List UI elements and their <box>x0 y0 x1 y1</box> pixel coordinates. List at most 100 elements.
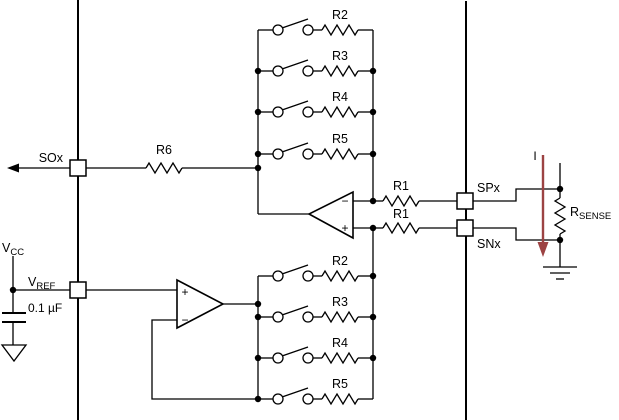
opamp-bottom-body <box>176 278 225 330</box>
bottom-bank-row-r5: R5 <box>258 377 373 406</box>
resistor-label: R4 <box>332 90 348 104</box>
opamp-bottom: + − <box>151 278 258 400</box>
top-bank-row-r4: R4 <box>258 90 373 119</box>
spx-pad <box>456 192 474 210</box>
bottom-bank-row-r4: R4 <box>258 336 373 365</box>
junction-dot <box>369 67 377 75</box>
switch-blade-icon <box>281 346 309 357</box>
current-label: I <box>533 149 536 163</box>
switch-terminal-icon <box>272 106 284 118</box>
junction-dot <box>254 150 262 158</box>
opamp-bottom-feedback-wire <box>151 319 258 400</box>
opamp-top-plus-sign: + <box>341 221 348 235</box>
opamp-bottom-plus-sign: + <box>181 285 188 299</box>
junction-dot <box>369 313 377 321</box>
junction-dot <box>369 354 377 362</box>
resistor-symbol <box>321 351 359 365</box>
resistor-symbol <box>321 23 359 37</box>
resistor-r1-top <box>382 194 420 208</box>
resistor-r6 <box>145 161 183 175</box>
resistor-label: R2 <box>332 8 348 22</box>
opamp-top: − + <box>258 190 373 240</box>
r1-top-label: R1 <box>393 179 409 193</box>
junction-dot <box>369 108 377 116</box>
junction-dot <box>254 108 262 116</box>
ground-earth-icon <box>543 266 577 280</box>
vcc-label: VCC <box>2 241 24 258</box>
resistor-symbol <box>321 105 359 119</box>
capacitor-icon <box>2 312 26 323</box>
current-arrow-head-icon <box>537 242 549 257</box>
junction-dots <box>9 67 564 403</box>
resistor-r1-bottom <box>382 221 420 235</box>
rsense-label-main: R <box>570 205 579 219</box>
snx-pad <box>456 219 474 237</box>
junction-dot <box>254 313 262 321</box>
switch-terminal-icon <box>302 65 314 77</box>
r1-bottom-label: R1 <box>393 207 409 221</box>
vref-label-sub: REF <box>36 281 55 292</box>
rsense-label-sub: SENSE <box>579 211 611 222</box>
supply-branch: VCC VREF 0.1 µF <box>0 241 177 363</box>
rsense-branch: RSENSE <box>543 163 611 280</box>
vcc-label-sub: CC <box>10 247 24 258</box>
snx-label: SNx <box>477 237 501 251</box>
switch-terminal-icon <box>272 270 284 282</box>
top-bank-row-r3: R3 <box>258 49 373 78</box>
switch-terminal-icon <box>272 352 284 364</box>
switch-blade-icon <box>281 59 309 70</box>
sox-arrow-icon <box>7 163 19 173</box>
bus-lines <box>77 0 467 420</box>
junction-dot <box>369 197 377 205</box>
resistor-symbol <box>321 269 359 283</box>
switch-terminal-icon <box>302 106 314 118</box>
top-resistor-bank: R2 R3 R4 <box>257 8 374 214</box>
switch-blade-icon <box>281 387 309 398</box>
vref-pad <box>69 281 87 299</box>
junction-dot <box>254 67 262 75</box>
bottom-bank-row-r2: R2 <box>258 254 373 283</box>
switch-terminal-icon <box>302 311 314 323</box>
switch-blade-icon <box>281 142 309 153</box>
switch-blade-icon <box>281 305 309 316</box>
spx-label: SPx <box>477 181 501 195</box>
resistor-rsense <box>553 197 567 235</box>
switch-terminal-icon <box>272 148 284 160</box>
switch-terminal-icon <box>302 24 314 36</box>
current-indicator: I <box>533 149 549 257</box>
junction-dot <box>369 272 377 280</box>
switch-terminal-icon <box>272 311 284 323</box>
cap-value-label: 0.1 µF <box>28 301 62 315</box>
r6-label: R6 <box>156 143 172 157</box>
bottom-resistor-bank: R2 R3 R4 <box>257 228 374 406</box>
r1-snx-branch: R1 SNx <box>373 207 560 251</box>
junction-dot <box>369 150 377 158</box>
switch-blade-icon <box>281 264 309 275</box>
junction-dot <box>254 164 262 172</box>
vref-label: VREF <box>28 275 56 292</box>
switch-terminal-icon <box>302 270 314 282</box>
opamp-bottom-minus-sign: − <box>181 313 188 327</box>
junction-dot <box>254 300 262 308</box>
sox-branch: SOx R6 <box>7 143 258 177</box>
resistor-symbol <box>321 310 359 324</box>
rsense-label: RSENSE <box>570 205 611 222</box>
spx-to-rsense-wire <box>473 188 560 202</box>
junction-dot <box>556 185 564 193</box>
switch-terminal-icon <box>302 393 314 405</box>
switch-terminal-icon <box>302 352 314 364</box>
switch-terminal-icon <box>272 393 284 405</box>
snx-to-rsense-wire <box>473 227 560 241</box>
switch-blade-icon <box>281 18 309 29</box>
vcc-label-main: V <box>2 241 11 255</box>
top-bank-row-r5: R5 <box>258 132 373 161</box>
top-bank-row-r2: R2 <box>258 8 373 37</box>
sox-pad <box>69 159 87 177</box>
sox-label: SOx <box>39 151 64 165</box>
opamp-top-body <box>307 190 354 240</box>
switch-terminal-icon <box>302 148 314 160</box>
switch-terminal-icon <box>272 24 284 36</box>
junction-dot <box>9 286 17 294</box>
